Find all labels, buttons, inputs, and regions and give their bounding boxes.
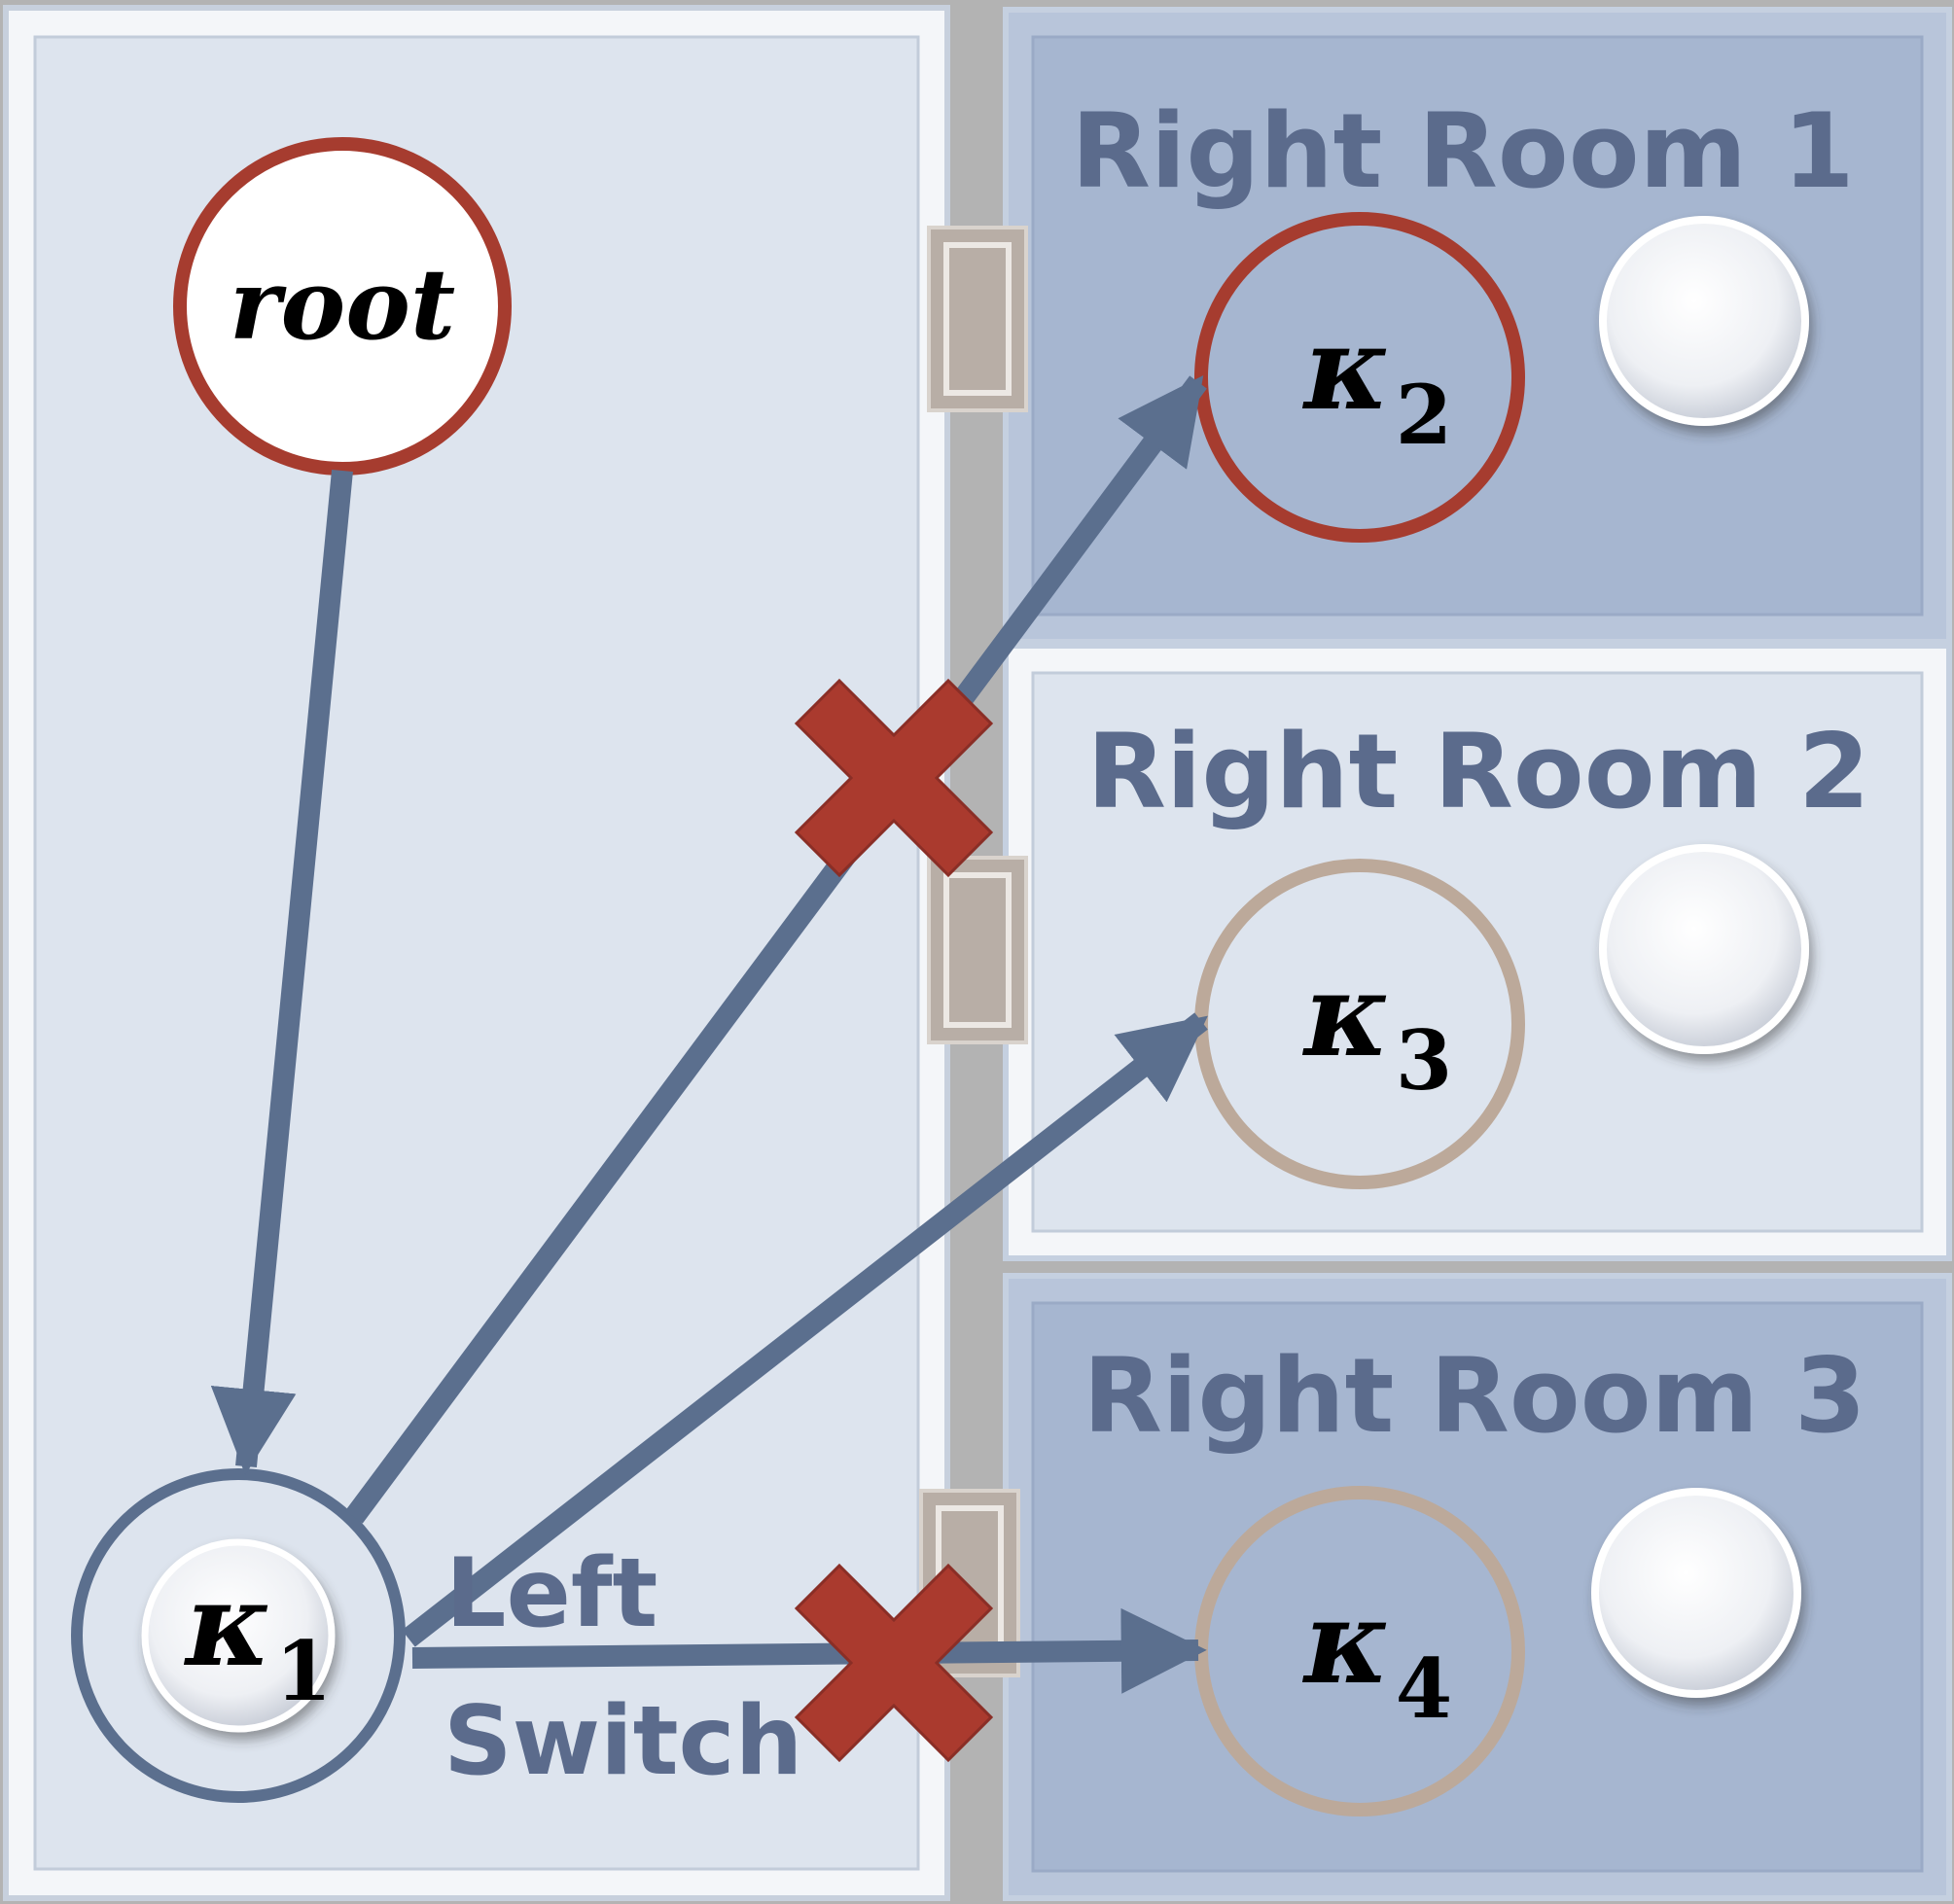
node-kappa-1: κ 1 bbox=[71, 1468, 406, 1803]
svg-text:κ: κ bbox=[1302, 947, 1390, 1082]
button-icon bbox=[1599, 216, 1809, 426]
right-room-3-title: Right Room 3 bbox=[1083, 1336, 1865, 1456]
edge-kappa-1-to-kappa-3 bbox=[402, 1012, 1208, 1647]
cross-icon bbox=[794, 1563, 994, 1763]
svg-text:2: 2 bbox=[1396, 367, 1452, 463]
node-root: root bbox=[173, 137, 512, 476]
door-icon bbox=[927, 856, 1028, 1044]
edges bbox=[210, 374, 1208, 1694]
node-kappa-2: κ 2 bbox=[1194, 212, 1525, 543]
node-kappa-3: κ 3 bbox=[1194, 859, 1525, 1189]
button-icon bbox=[1591, 1488, 1801, 1698]
right-room-2-title: Right Room 2 bbox=[1086, 712, 1869, 831]
right-room-1-title: Right Room 1 bbox=[1071, 91, 1854, 211]
svg-text:κ: κ bbox=[184, 1557, 271, 1692]
svg-text:Switch: Switch bbox=[444, 1686, 802, 1797]
svg-text:Left: Left bbox=[445, 1538, 657, 1649]
edge-root-to-kappa-1 bbox=[210, 469, 353, 1475]
edge-kappa-1-to-kappa-4 bbox=[411, 1607, 1207, 1694]
svg-text:κ: κ bbox=[1302, 1574, 1390, 1710]
cross-icon bbox=[794, 678, 994, 878]
svg-text:root: root bbox=[230, 247, 455, 362]
edge-kappa-1-to-kappa-2 bbox=[345, 374, 1207, 1524]
svg-text:1: 1 bbox=[275, 1623, 332, 1719]
switch-label: Left Switch bbox=[444, 1538, 802, 1797]
svg-text:4: 4 bbox=[1396, 1640, 1452, 1737]
button-icon bbox=[1599, 844, 1809, 1054]
svg-text:3: 3 bbox=[1396, 1012, 1452, 1109]
svg-text:κ: κ bbox=[1302, 300, 1390, 436]
node-kappa-4: κ 4 bbox=[1194, 1486, 1525, 1816]
door-icon bbox=[927, 226, 1028, 412]
